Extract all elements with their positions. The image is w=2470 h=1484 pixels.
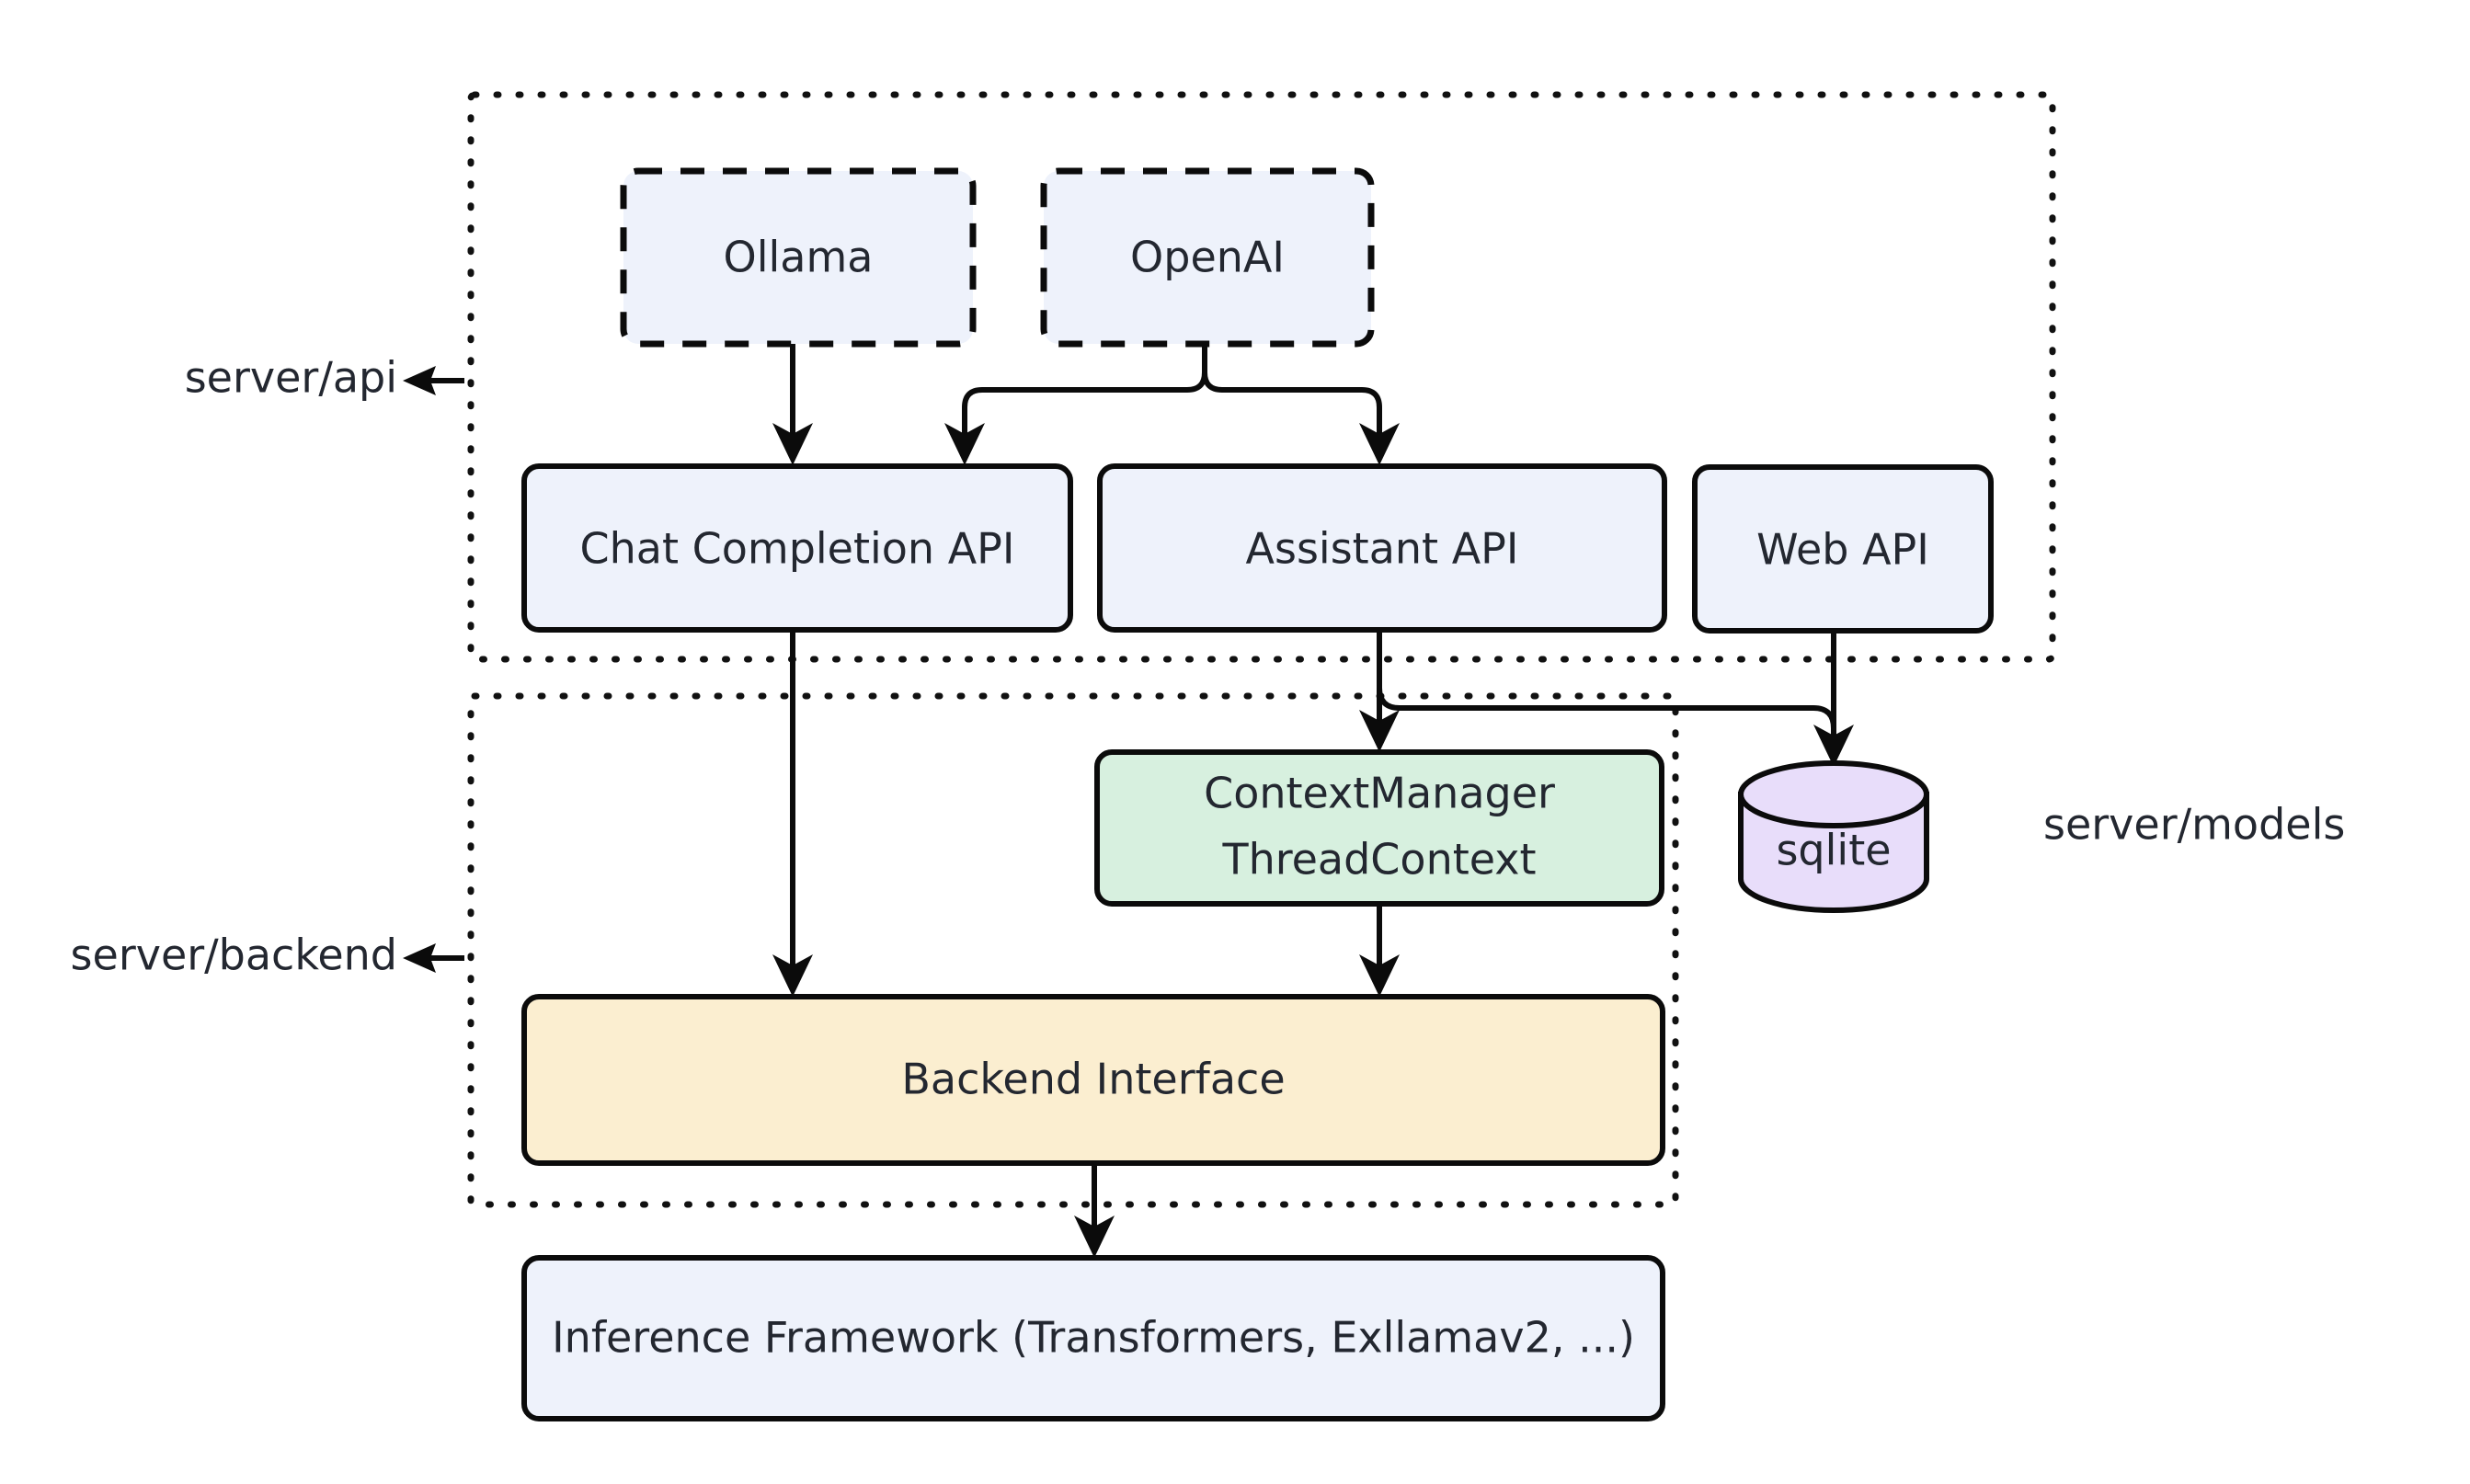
- group-pointer-backend-arrowhead: [403, 943, 436, 973]
- node-context-manager-label-line1: ContextManager: [1204, 769, 1555, 818]
- edge-ollama-to-chat-arrowhead: [772, 423, 813, 465]
- edge-openai-to-chat-arrowhead: [944, 423, 985, 465]
- node-web-api[interactable]: Web API: [1692, 464, 1994, 634]
- group-frame-server-api: [467, 91, 2056, 663]
- node-assistant-api-shape[interactable]: [1097, 463, 1667, 633]
- node-sqlite-top: [1738, 760, 1929, 828]
- group-pointer-api-arrowhead: [403, 366, 436, 395]
- edge-openai-to-assistant-line: [1202, 344, 1382, 439]
- edge-ollama-to-chat: [772, 344, 813, 465]
- node-chat-completion-api[interactable]: Chat Completion API: [521, 463, 1073, 633]
- node-ollama-label: Ollama: [724, 233, 874, 282]
- node-sqlite-label: sqlite: [1776, 826, 1891, 875]
- group-label-server-api-text: server/api: [185, 353, 397, 403]
- node-web-api-shape[interactable]: [1692, 464, 1994, 634]
- group-label-server-models-text: server/models: [2043, 800, 2345, 850]
- group-label-server-backend-text: server/backend: [71, 930, 397, 980]
- group-label-server-api: server/api: [185, 353, 464, 403]
- node-backend-interface[interactable]: Backend Interface: [521, 994, 1665, 1166]
- node-inference-framework-label: Inference Framework (Transformers, Exlla…: [552, 1313, 1635, 1363]
- node-openai[interactable]: OpenAI: [1040, 167, 1375, 348]
- node-context-manager[interactable]: ContextManager ThreadContext: [1094, 749, 1664, 907]
- node-openai-shape[interactable]: [1040, 167, 1375, 348]
- edge-context-to-backend-interface: [1359, 904, 1400, 997]
- node-openai-label: OpenAI: [1130, 233, 1285, 282]
- node-assistant-api-label: Assistant API: [1246, 524, 1519, 574]
- node-chat-completion-api-label: Chat Completion API: [580, 524, 1015, 574]
- edge-chat-to-backend-interface-arrowhead: [772, 954, 813, 997]
- node-assistant-api[interactable]: Assistant API: [1097, 463, 1667, 633]
- edge-assistant-to-sqlite-arrowhead: [1813, 725, 1854, 767]
- edge-openai-to-assistant: [1202, 344, 1400, 465]
- edge-context-to-backend-interface-arrowhead: [1359, 954, 1400, 997]
- edge-openai-to-assistant-arrowhead: [1359, 423, 1400, 465]
- edge-assistant-to-context-arrowhead: [1359, 710, 1400, 752]
- node-chat-completion-api-shape[interactable]: [521, 463, 1073, 633]
- group-frame-server-backend: [467, 692, 1679, 1208]
- node-web-api-label: Web API: [1756, 525, 1929, 575]
- edge-chat-to-backend-interface: [772, 630, 813, 997]
- node-context-manager-shape[interactable]: [1094, 749, 1664, 907]
- node-inference-framework-shape[interactable]: [521, 1255, 1665, 1421]
- node-backend-interface-label: Backend Interface: [901, 1055, 1285, 1104]
- edge-backend-interface-to-inference: [1074, 1163, 1115, 1258]
- node-context-manager-label-line2: ThreadContext: [1221, 835, 1536, 885]
- edge-backend-interface-to-inference-arrowhead: [1074, 1216, 1115, 1258]
- node-backend-interface-shape[interactable]: [521, 994, 1665, 1166]
- node-sqlite[interactable]: sqlite: [1738, 760, 1929, 913]
- node-ollama-shape[interactable]: [620, 167, 977, 348]
- node-inference-framework[interactable]: Inference Framework (Transformers, Exlla…: [521, 1255, 1665, 1421]
- group-label-server-backend: server/backend: [71, 930, 464, 980]
- node-ollama[interactable]: Ollama: [620, 167, 977, 348]
